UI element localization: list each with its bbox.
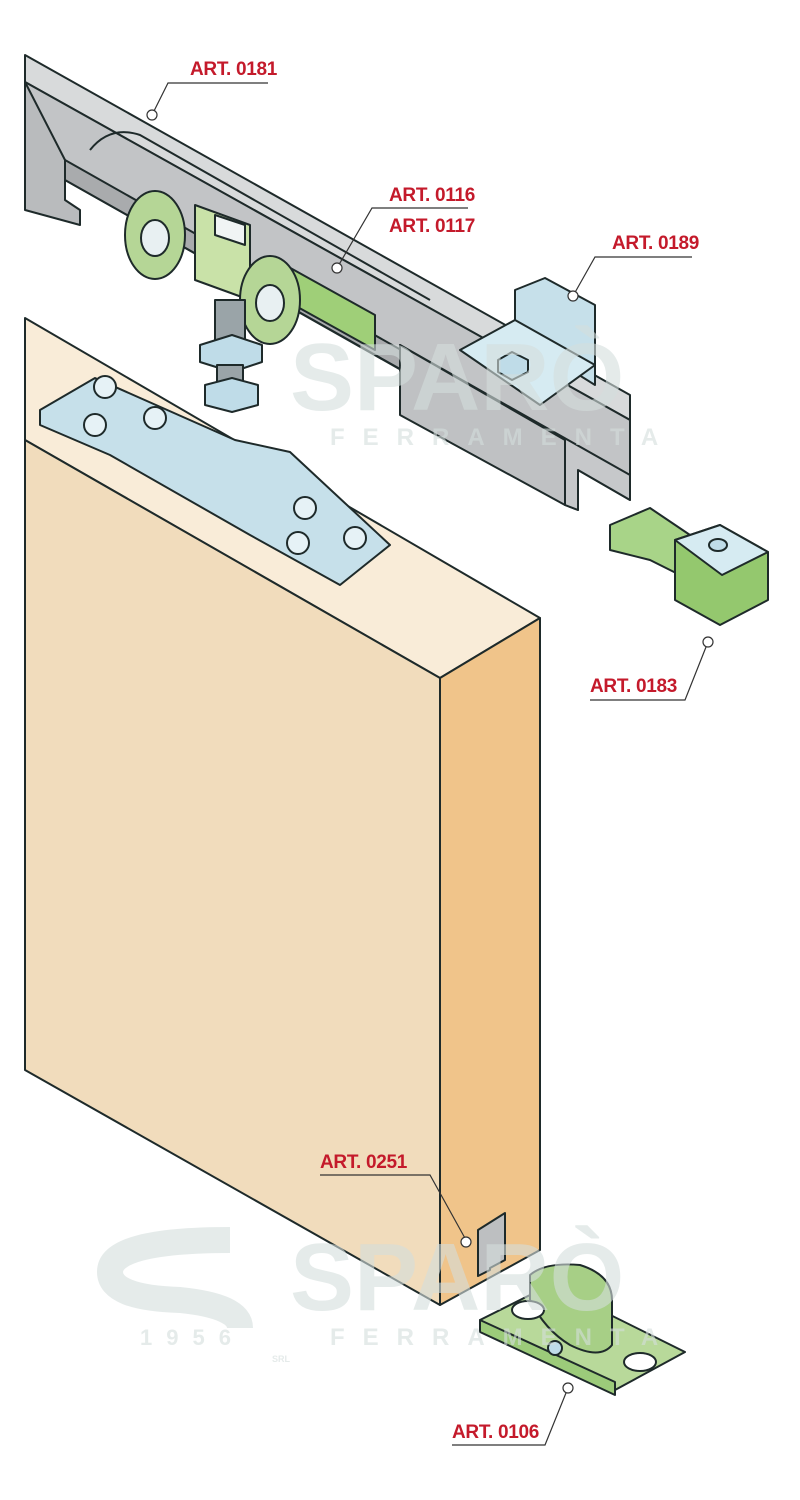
callout-stopper: ART. 0183 [590, 636, 714, 701]
callout-trolley: ART. 0116 ART. 0117 [331, 185, 475, 274]
svg-text:FERRAMENTA: FERRAMENTA [330, 1324, 676, 1351]
floor-guide [479, 1263, 686, 1396]
callout-floor-guide: ART. 0106 [452, 1382, 574, 1446]
door-top-plate [39, 375, 391, 586]
callout-bracket: ART. 0189 [567, 233, 699, 302]
svg-text:SPARÒ: SPARÒ [290, 1224, 624, 1331]
svg-text:FERRAMENTA: FERRAMENTA [330, 424, 676, 451]
trolley-assembly [124, 190, 376, 413]
label-art-0189: ART. 0189 [612, 233, 699, 254]
watermark-logo-bottom: SPARÒ FERRAMENTA 1956 SRL [96, 1224, 676, 1364]
callout-rail: ART. 0181 [146, 59, 278, 121]
stopper [609, 507, 769, 626]
label-art-0251: ART. 0251 [320, 1152, 408, 1173]
label-art-0181: ART. 0181 [190, 59, 278, 80]
label-art-0183: ART. 0183 [590, 676, 677, 697]
watermark-logo-top: SPARÒ FERRAMENTA [290, 324, 676, 451]
label-art-0117: ART. 0117 [389, 216, 475, 237]
svg-text:1956: 1956 [140, 1325, 245, 1350]
label-art-0106: ART. 0106 [452, 1422, 539, 1443]
label-art-0116: ART. 0116 [389, 185, 475, 206]
callout-groove: ART. 0251 [320, 1152, 472, 1248]
svg-text:SPARÒ: SPARÒ [290, 324, 624, 431]
bracket [459, 277, 596, 406]
svg-text:SRL: SRL [272, 1354, 291, 1364]
